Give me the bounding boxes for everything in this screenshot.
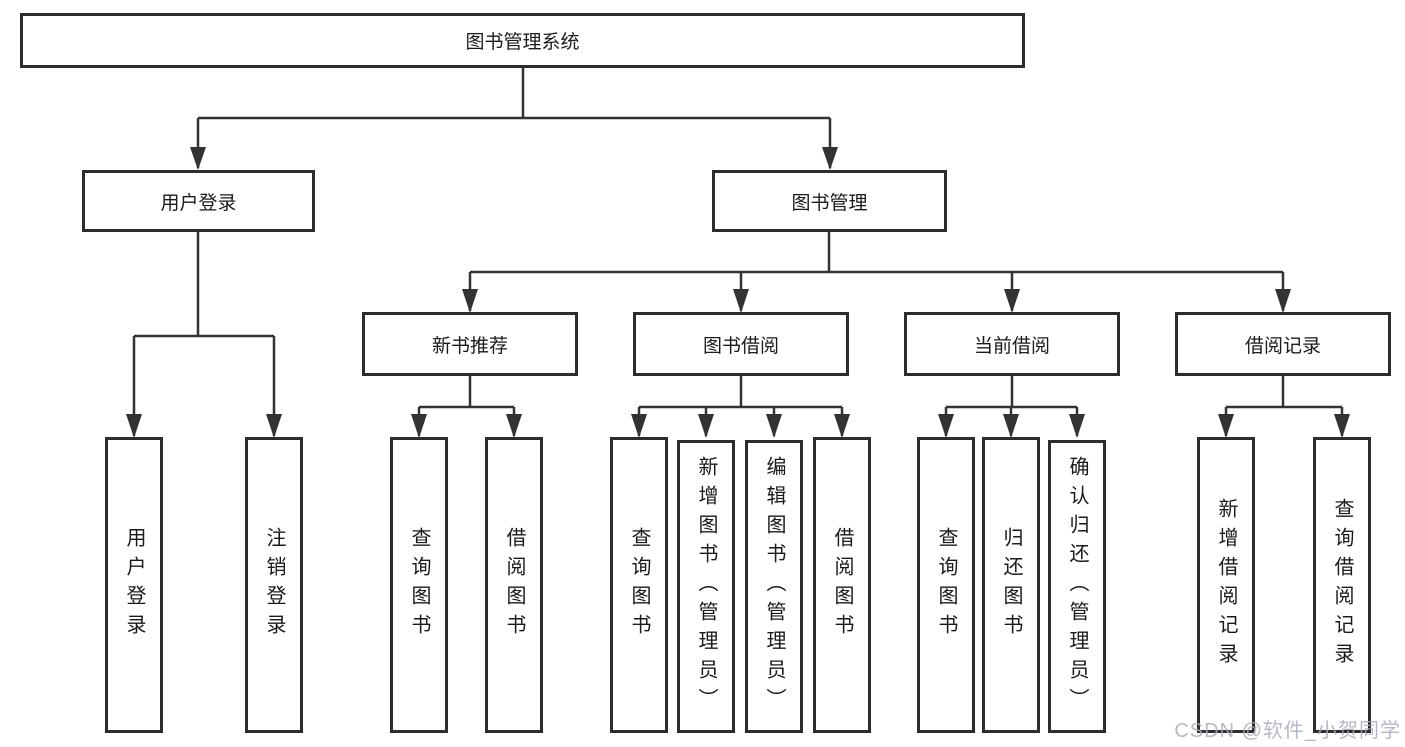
- leaf-query-books-recommend-label: 查询图书: [408, 527, 430, 643]
- leaf-query-books-recommend: 查询图书: [390, 437, 448, 733]
- node-new-book-recommend-label: 新书推荐: [431, 335, 508, 357]
- node-user-login-label: 用户登录: [160, 192, 237, 214]
- leaf-add-borrow-record-label: 新增借阅记录: [1215, 498, 1237, 672]
- leaf-confirm-return-admin: 确认归还（管理员）: [1048, 440, 1106, 733]
- leaf-query-borrow-record-label: 查询借阅记录: [1331, 498, 1353, 672]
- node-library-system: 图书管理系统: [20, 13, 1025, 68]
- node-current-borrowing-label: 当前借阅: [973, 335, 1050, 357]
- leaf-borrow-books-borrowing: 借阅图书: [813, 437, 871, 733]
- leaf-query-borrow-record: 查询借阅记录: [1313, 437, 1371, 733]
- csdn-watermark: CSDN @软件_小贺同学: [1174, 720, 1401, 742]
- leaf-borrow-books-recommend: 借阅图书: [485, 437, 543, 733]
- arrowheads: [126, 147, 1350, 438]
- node-book-borrowing-label: 图书借阅: [702, 335, 779, 357]
- leaf-query-books-borrowing-label: 查询图书: [628, 527, 650, 643]
- leaf-user-login-label: 用户登录: [123, 527, 145, 643]
- leaf-borrow-books-borrowing-label: 借阅图书: [831, 527, 853, 643]
- node-user-login: 用户登录: [82, 170, 315, 232]
- leaf-query-books-borrowing: 查询图书: [610, 437, 668, 733]
- node-borrowing-records-label: 借阅记录: [1244, 335, 1321, 357]
- leaf-borrow-books-recommend-label: 借阅图书: [503, 527, 525, 643]
- leaf-logout-label: 注销登录: [263, 527, 285, 643]
- node-book-borrowing: 图书借阅: [633, 312, 849, 376]
- node-library-system-label: 图书管理系统: [465, 32, 580, 53]
- leaf-add-book-admin: 新增图书（管理员）: [677, 440, 735, 733]
- node-current-borrowing: 当前借阅: [904, 312, 1120, 376]
- leaf-return-book: 归还图书: [982, 437, 1040, 733]
- leaf-edit-book-admin-label: 编辑图书（管理员）: [763, 456, 785, 717]
- node-borrowing-records: 借阅记录: [1175, 312, 1391, 376]
- leaf-return-book-label: 归还图书: [1000, 527, 1022, 643]
- node-new-book-recommend: 新书推荐: [362, 312, 578, 376]
- leaf-query-books-current-label: 查询图书: [935, 527, 957, 643]
- node-book-management: 图书管理: [712, 170, 947, 232]
- leaf-add-borrow-record: 新增借阅记录: [1197, 437, 1255, 733]
- leaf-query-books-current: 查询图书: [917, 437, 975, 733]
- leaf-user-login: 用户登录: [105, 437, 163, 733]
- node-book-management-label: 图书管理: [791, 192, 868, 214]
- leaf-add-book-admin-label: 新增图书（管理员）: [695, 456, 717, 717]
- leaf-edit-book-admin: 编辑图书（管理员）: [745, 440, 803, 733]
- leaf-confirm-return-admin-label: 确认归还（管理员）: [1066, 456, 1088, 717]
- leaf-logout: 注销登录: [245, 437, 303, 733]
